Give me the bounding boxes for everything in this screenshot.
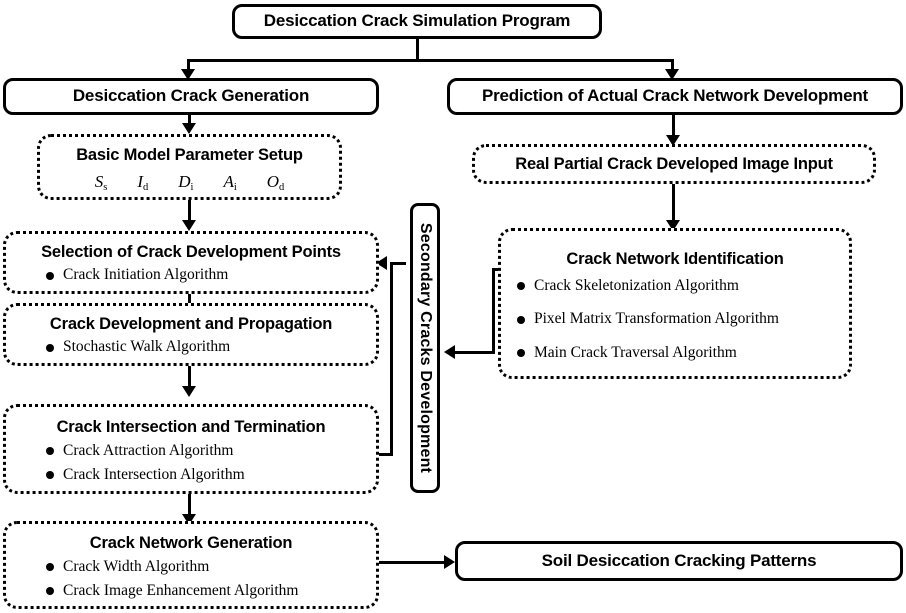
connector-root-split <box>187 59 674 62</box>
node-crack-intersection-termination[interactable]: Crack Intersection and Termination Crack… <box>3 404 379 494</box>
connector-feedback-out <box>379 453 393 456</box>
list-item: Crack Initiation Algorithm <box>46 267 376 283</box>
node-crack-network-identification[interactable]: Crack Network Identification Crack Skele… <box>498 228 852 379</box>
network-generation-item-list: Crack Width Algorithm Crack Image Enhanc… <box>6 558 376 600</box>
list-item: Crack Image Enhancement Algorithm <box>46 582 376 599</box>
node-crack-network-generation-label: Crack Network Generation <box>89 533 293 552</box>
parameter-Id: Id <box>137 171 149 193</box>
connector-root-right-drop <box>671 59 674 71</box>
parameter-Ss: Ss <box>94 171 108 193</box>
list-item: Crack Attraction Algorithm <box>46 442 376 459</box>
connector-root-stem <box>416 39 419 61</box>
list-item: Crack Intersection Algorithm <box>46 466 376 483</box>
connector-development-to-intersection <box>188 366 191 388</box>
connector-networkgen-to-output <box>379 561 448 564</box>
arrowhead-intersection-termination <box>182 386 196 397</box>
bullet-icon <box>46 446 54 455</box>
node-prediction-actual-crack-network[interactable]: Prediction of Actual Crack Network Devel… <box>447 78 903 115</box>
list-item: Crack Width Algorithm <box>46 558 376 575</box>
bullet-icon <box>46 471 54 480</box>
connector-identification-in <box>455 351 495 354</box>
node-root[interactable]: Desiccation Crack Simulation Program <box>232 4 602 39</box>
parameter-Od: Od <box>266 171 285 193</box>
connector-feedback-in <box>392 262 406 265</box>
connector-feedback-vertical <box>390 262 393 456</box>
node-secondary-cracks-development-label: Secondary Cracks Development <box>417 222 434 474</box>
arrowhead-basic-model <box>182 123 196 134</box>
list-item: Stochastic Walk Algorithm <box>46 339 376 355</box>
arrowhead-network-identification <box>666 220 680 231</box>
bullet-icon <box>517 282 525 291</box>
arrowhead-image-input <box>666 135 680 146</box>
node-selection-crack-development-points-label: Selection of Crack Development Points <box>41 243 341 262</box>
node-crack-network-generation[interactable]: Crack Network Generation Crack Width Alg… <box>3 521 379 609</box>
node-real-partial-crack-image-input[interactable]: Real Partial Crack Developed Image Input <box>472 144 876 184</box>
node-crack-network-identification-label: Crack Network Identification <box>566 250 784 269</box>
node-crack-development-propagation-label: Crack Development and Propagation <box>49 315 333 334</box>
connector-intersection-to-network-gen <box>188 494 191 516</box>
node-desiccation-crack-generation[interactable]: Desiccation Crack Generation <box>3 78 379 115</box>
arrowhead-output <box>444 555 455 569</box>
node-real-partial-crack-image-input-label: Real Partial Crack Developed Image Input <box>515 154 833 173</box>
connector-basic-to-selection <box>188 200 191 222</box>
arrowhead-secondary-cracks <box>444 345 455 359</box>
node-secondary-cracks-development[interactable]: Secondary Cracks Development <box>410 203 440 493</box>
intersection-item-list: Crack Attraction Algorithm Crack Interse… <box>6 442 376 484</box>
identification-item-list: Crack Skeletonization Algorithm Pixel Ma… <box>501 277 849 361</box>
node-soil-desiccation-cracking-patterns[interactable]: Soil Desiccation Cracking Patterns <box>455 541 903 581</box>
arrowhead-feedback-selection <box>376 256 387 270</box>
node-desiccation-crack-generation-label: Desiccation Crack Generation <box>72 86 310 106</box>
node-crack-intersection-termination-label: Crack Intersection and Termination <box>56 417 326 436</box>
bullet-icon <box>46 271 54 280</box>
list-item: Main Crack Traversal Algorithm <box>517 344 849 361</box>
bullet-icon <box>46 562 54 571</box>
connector-identification-vertical <box>492 268 495 354</box>
node-crack-development-propagation[interactable]: Crack Development and Propagation Stocha… <box>3 303 379 366</box>
node-root-label: Desiccation Crack Simulation Program <box>263 11 571 31</box>
bullet-icon <box>517 315 525 324</box>
connector-image-to-identification <box>672 184 675 222</box>
list-item: Pixel Matrix Transformation Algorithm <box>517 311 849 327</box>
node-basic-model-parameter-setup[interactable]: Basic Model Parameter Setup Ss Id Di Ai … <box>37 134 342 200</box>
arrowhead-root-right <box>665 69 679 80</box>
selection-points-item-list: Crack Initiation Algorithm <box>6 267 376 283</box>
arrowhead-selection-points <box>182 220 196 231</box>
bullet-icon <box>46 343 54 352</box>
list-item: Crack Skeletonization Algorithm <box>517 277 849 294</box>
development-item-list: Stochastic Walk Algorithm <box>6 339 376 355</box>
arrowhead-root-left <box>181 69 195 80</box>
node-prediction-actual-crack-network-label: Prediction of Actual Crack Network Devel… <box>482 86 868 106</box>
parameter-Ai: Ai <box>223 171 237 193</box>
connector-right-to-image-input <box>672 115 675 137</box>
connector-root-left-drop <box>187 59 190 71</box>
node-selection-crack-development-points[interactable]: Selection of Crack Development Points Cr… <box>3 231 379 294</box>
node-basic-model-parameter-setup-label: Basic Model Parameter Setup <box>76 146 303 165</box>
bullet-icon <box>46 587 54 596</box>
node-soil-desiccation-cracking-patterns-label: Soil Desiccation Cracking Patterns <box>541 550 817 570</box>
parameter-symbol-row: Ss Id Di Ai Od <box>40 171 339 193</box>
arrowhead-network-generation <box>182 514 196 525</box>
parameter-Di: Di <box>178 171 194 193</box>
connector-left-to-basic <box>188 115 191 125</box>
bullet-icon <box>517 348 525 357</box>
